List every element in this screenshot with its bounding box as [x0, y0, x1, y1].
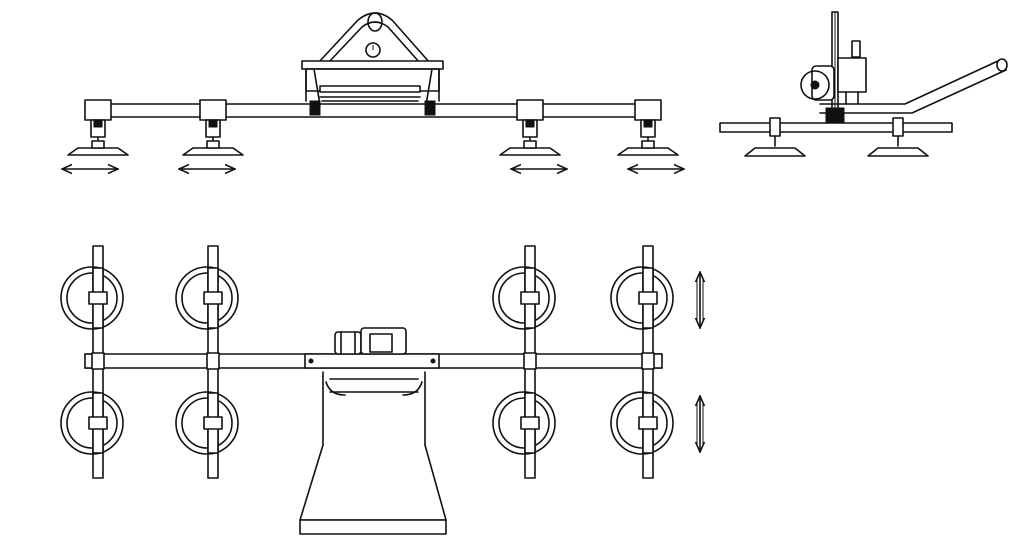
pump-motor	[800, 40, 867, 105]
plan-arm	[60, 245, 124, 479]
side-suction-pad	[744, 117, 806, 157]
plan-pump	[334, 327, 407, 355]
front-suction-pad	[617, 99, 679, 156]
tilt-handle	[819, 58, 1008, 114]
plan-arm	[610, 245, 674, 479]
front-suction-pad	[499, 99, 561, 156]
top-frame	[301, 60, 444, 116]
front-view	[62, 12, 684, 169]
plan-arm	[175, 245, 239, 479]
plan-suction-pad	[610, 391, 674, 455]
plan-suction-pad	[492, 266, 556, 330]
front-suction-pad	[182, 99, 244, 156]
plan-suction-pad	[60, 266, 124, 330]
plan-view	[60, 245, 703, 535]
side-view	[719, 11, 1008, 157]
plan-handle	[299, 371, 447, 535]
front-suction-pad	[67, 99, 129, 156]
plan-suction-pad	[175, 391, 239, 455]
plan-suction-pad	[175, 266, 239, 330]
plan-suction-pad	[60, 391, 124, 455]
plan-suction-pad	[610, 266, 674, 330]
lifting-eye	[317, 12, 431, 64]
plan-suction-pad	[492, 391, 556, 455]
side-suction-pad	[867, 117, 929, 157]
plan-arm	[492, 245, 556, 479]
plan-crossbeam	[84, 353, 663, 369]
side-beam	[719, 107, 953, 133]
front-beam	[84, 103, 661, 118]
